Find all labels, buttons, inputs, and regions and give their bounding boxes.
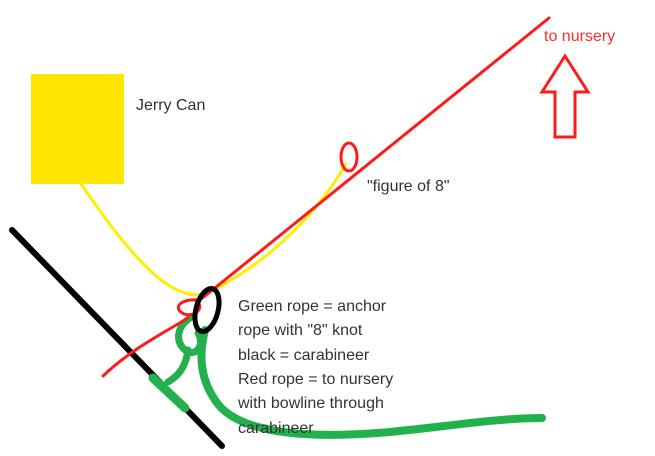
green-crossbar bbox=[148, 373, 190, 413]
figure-of-8-label: "figure of 8" bbox=[367, 178, 450, 195]
legend-line-3: black = carabineer bbox=[238, 347, 370, 364]
legend-line-6: carabineer bbox=[238, 420, 314, 437]
up-arrow-outline-icon bbox=[539, 53, 591, 139]
jerry-can-box bbox=[31, 74, 124, 184]
carabineer bbox=[192, 286, 222, 334]
red-rope-tail bbox=[101, 316, 190, 378]
red-rope-bowline bbox=[177, 298, 202, 317]
legend-line-4: Red rope = to nursery bbox=[238, 371, 394, 388]
red-rope-main bbox=[198, 16, 551, 302]
legend-line-5: with bowline through bbox=[238, 395, 384, 412]
green-rope-branch bbox=[164, 346, 192, 386]
legend-line-2: rope with "8" knot bbox=[238, 322, 363, 339]
legend-line-1: Green rope = anchor bbox=[238, 298, 387, 315]
to-nursery-label: to nursery bbox=[544, 28, 616, 45]
jerry-can-label: Jerry Can bbox=[136, 97, 206, 114]
green-anchor-rope bbox=[197, 326, 546, 439]
black-line bbox=[9, 227, 225, 449]
figure-of-8-loop bbox=[339, 141, 359, 173]
